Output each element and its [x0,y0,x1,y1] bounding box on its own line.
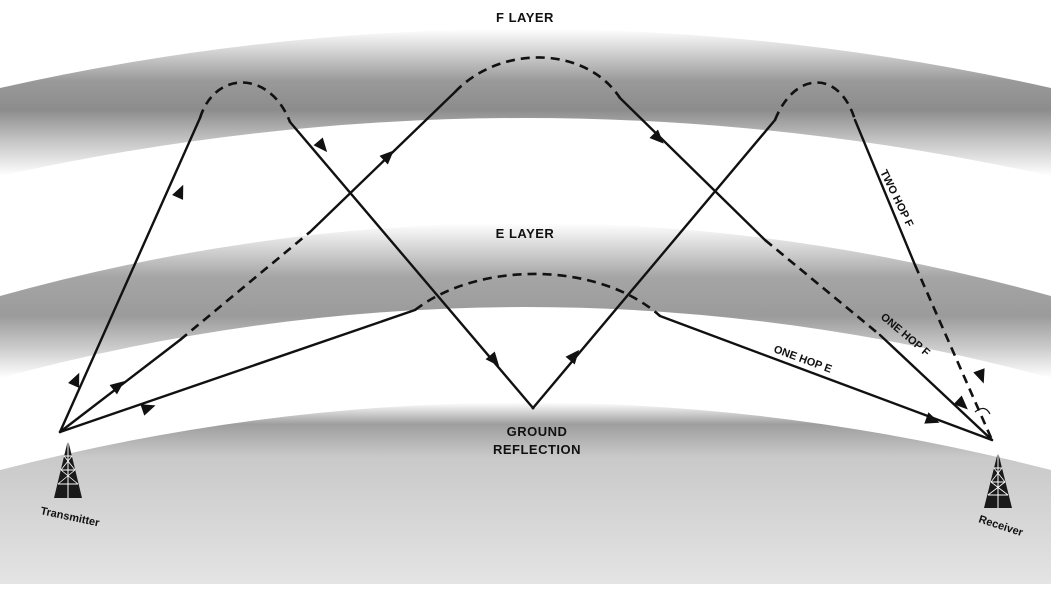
ground-reflection-label-2: REFLECTION [493,442,581,457]
direction-arrows [68,129,985,424]
one-hop-e-label: ONE HOP E [772,344,833,376]
e-layer-band [0,223,1051,378]
one-hop-f-path-down2 [878,333,994,442]
two-hop-f-path-up1 [58,116,202,434]
arrow-icon [140,404,156,416]
transmitter-tower-icon [54,440,82,498]
one-hop-e-path-top [414,272,661,317]
arrow-icon [953,395,968,410]
two-hop-f-path-top1 [198,81,292,123]
one-hop-f-path-top [454,56,622,99]
one-hop-e-path-up [58,308,417,434]
arrow-icon [68,372,80,388]
arrow-icon [313,137,328,153]
one-hop-e-path-down [658,314,994,442]
one-hop-f-path-up2 [308,90,457,234]
arrow-icon [485,351,500,367]
e-layer-label: E LAYER [496,226,555,241]
ground-surface [0,402,1051,584]
ground-reflection-label-1: GROUND [507,424,568,439]
one-hop-f-path-down [618,96,767,242]
arrow-icon [379,150,394,165]
arrow-icon [565,349,580,365]
receiver-tower-icon [984,452,1012,508]
angle-mark [974,407,991,415]
arrow-icon [172,184,184,200]
arrow-icon [109,381,125,395]
two-hop-f-path-top2 [773,81,857,121]
arrow-icon [973,368,985,384]
two-hop-f-path-down2a [853,118,917,267]
one-hop-f-path-down-e [764,238,881,337]
arrow-icon [924,412,940,424]
two-hop-f-path-down2b [913,264,994,441]
arrow-icon [649,129,664,144]
ground-reflection-point [531,406,535,410]
f-layer-label: F LAYER [496,10,554,25]
one-hop-f-path-up-e [179,231,311,341]
f-layer-band [0,29,1051,176]
